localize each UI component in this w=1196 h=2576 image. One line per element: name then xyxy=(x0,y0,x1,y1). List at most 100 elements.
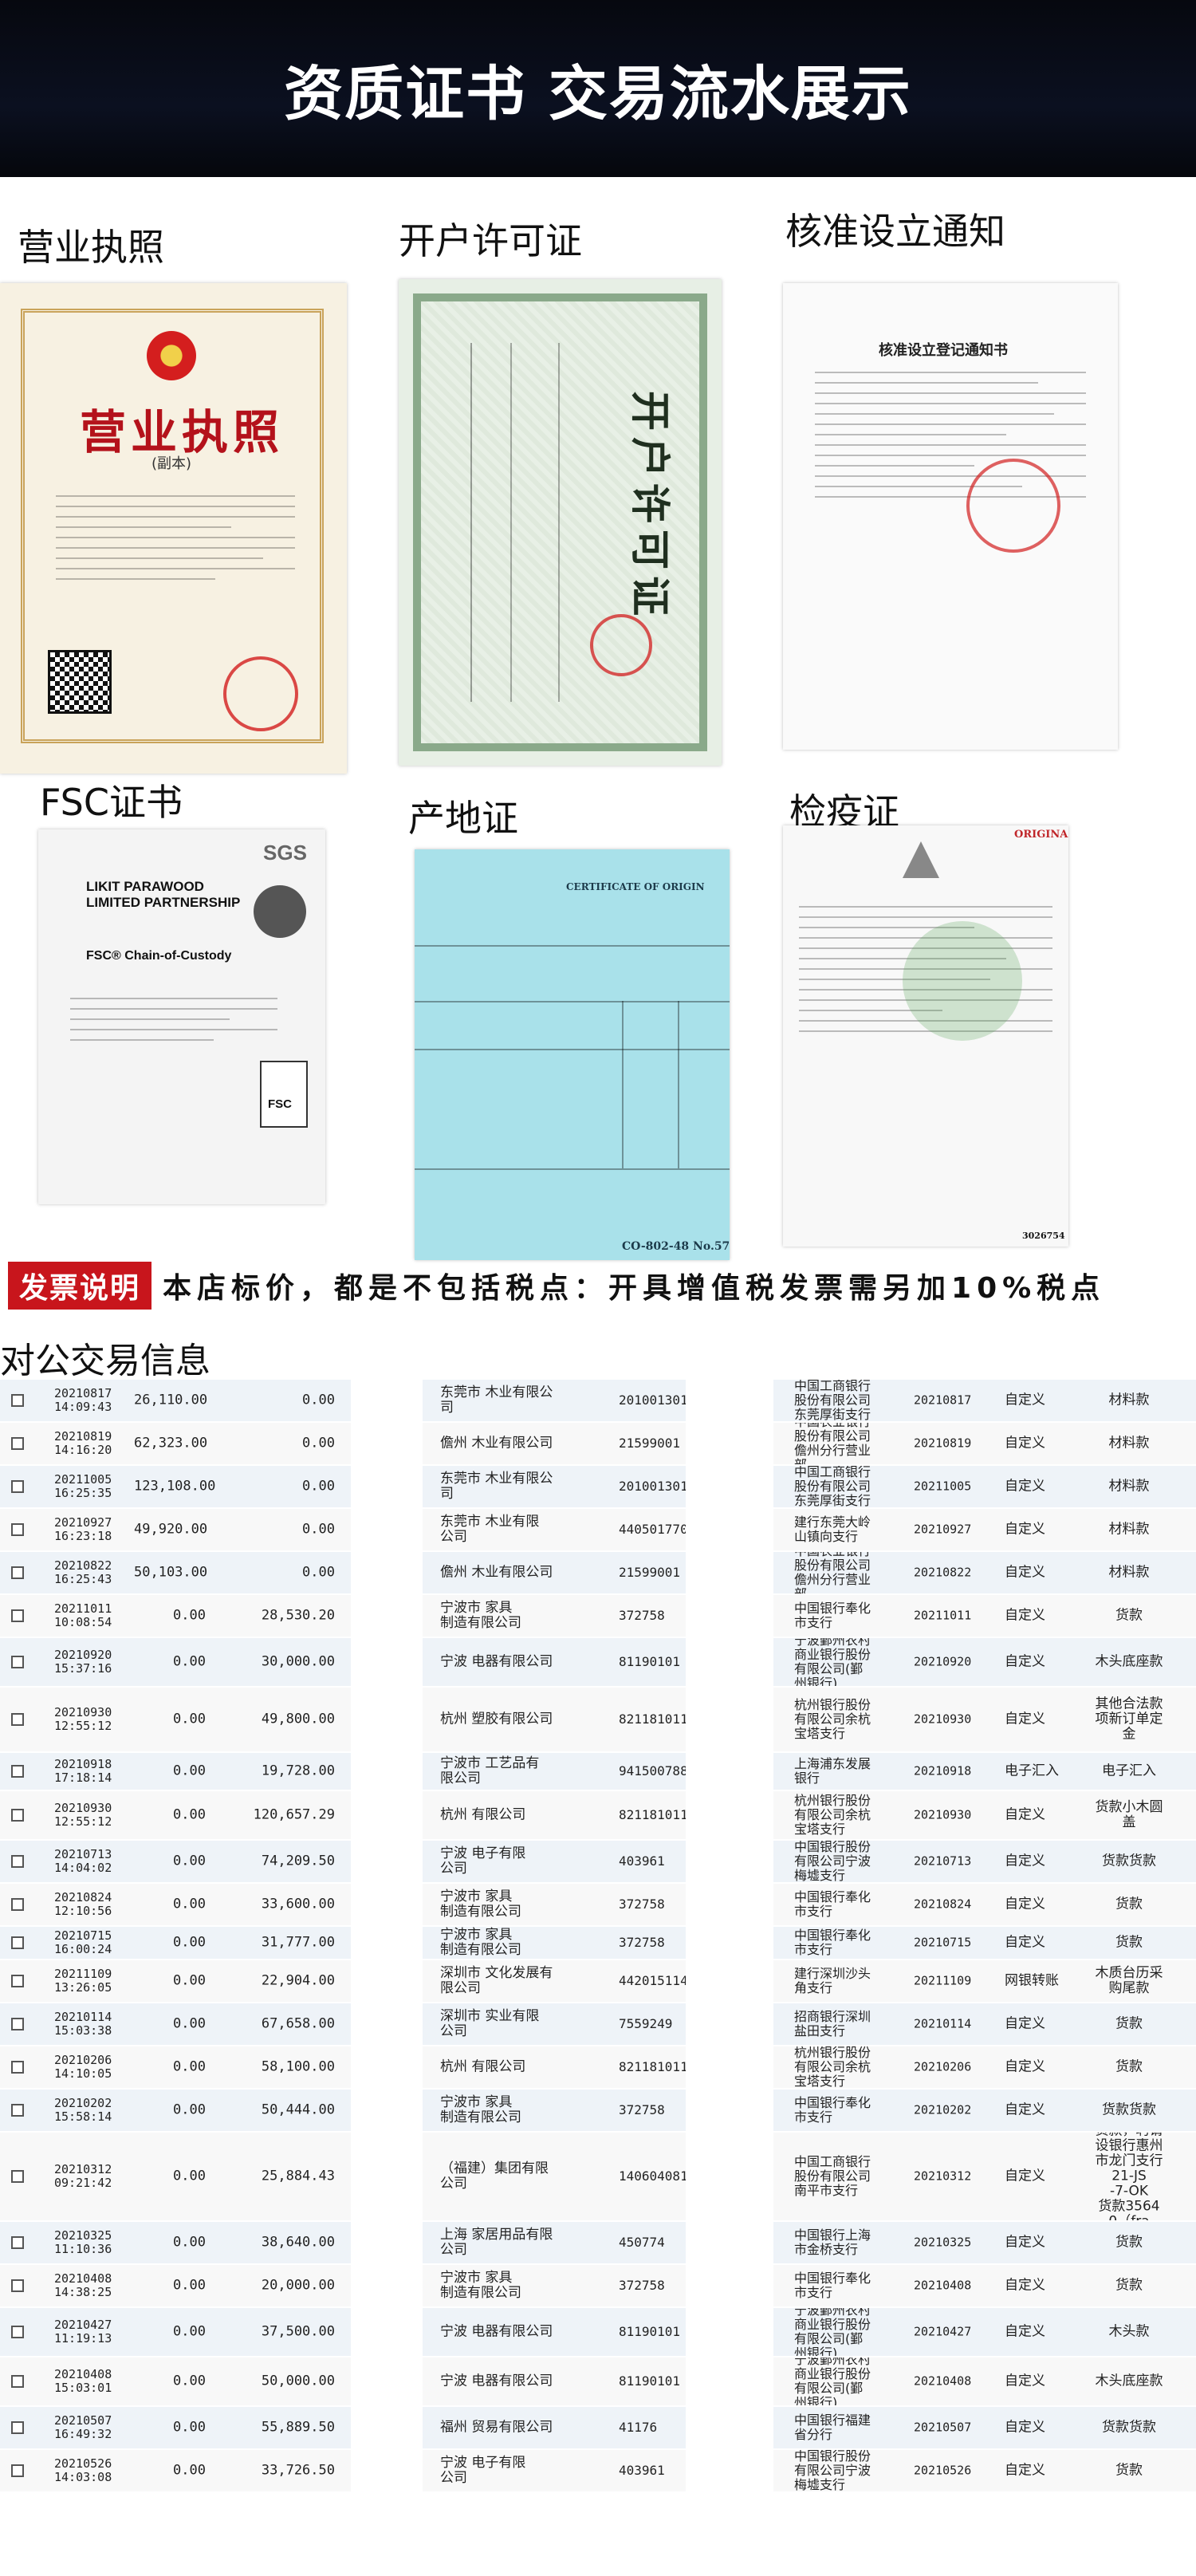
row-checkbox[interactable] xyxy=(11,2279,24,2292)
cell-debit: 0.00 xyxy=(173,2101,206,2118)
row-checkbox[interactable] xyxy=(11,1656,24,1668)
cell-party: 儋州 木业有限公司 xyxy=(440,1564,553,1581)
cell-credit: 50,000.00 xyxy=(261,2373,335,2389)
row-checkbox[interactable] xyxy=(11,2061,24,2074)
cell-date: 20210715 xyxy=(914,1935,972,1950)
cell-memo: 货款 xyxy=(1115,2462,1143,2479)
row-checkbox[interactable] xyxy=(11,2236,24,2249)
row-checkbox[interactable] xyxy=(11,1523,24,1536)
cell-credit: 74,209.50 xyxy=(261,1853,335,1869)
row-checkbox[interactable] xyxy=(11,1765,24,1778)
green-stamp-icon xyxy=(903,921,1022,1041)
cell-dt: 20210715 16:00:24 xyxy=(54,1928,112,1956)
cell-memo: 货款，聘请 设银行惠州 市龙门支行 21-JS -7-OK 货款3564 0（f… xyxy=(1095,2133,1163,2220)
cell-bank: 宁波鄞州农村 商业银行股份 有限公司(鄞 州银行) xyxy=(794,2357,871,2405)
row-checkbox[interactable] xyxy=(11,2464,24,2477)
cell-debit: 26,110.00 xyxy=(134,1392,208,1408)
cell-acct: 81190101 xyxy=(619,2373,681,2389)
cell-type: 自定义 xyxy=(1005,1806,1045,1823)
row-checkbox[interactable] xyxy=(11,2104,24,2117)
row-checkbox[interactable] xyxy=(11,1975,24,1987)
cell-memo: 货款 xyxy=(1115,1896,1143,1912)
cell-dt: 20210819 14:16:20 xyxy=(54,1429,112,1457)
row-checkbox[interactable] xyxy=(11,2018,24,2030)
fsc-doc-badge: FSC xyxy=(268,1097,292,1111)
cell-debit: 0.00 xyxy=(173,2168,206,2184)
cell-credit: 30,000.00 xyxy=(261,1653,335,1670)
cell-date: 20210920 xyxy=(914,1654,972,1669)
origin-doc-number: CO-802-48 No.57525 xyxy=(622,1240,730,1253)
row-checkbox[interactable] xyxy=(11,1437,24,1450)
fsc-certificate-image: SGS LIKIT PARAWOOD LIMITED PARTNERSHIP F… xyxy=(38,829,325,1204)
row-checkbox[interactable] xyxy=(11,1394,24,1407)
cell-type: 自定义 xyxy=(1005,1564,1045,1581)
cell-type: 电子汇入 xyxy=(1005,1763,1059,1779)
cell-debit: 62,323.00 xyxy=(134,1435,208,1451)
cell-type: 自定义 xyxy=(1005,2015,1045,2032)
row-checkbox[interactable] xyxy=(11,1936,24,1949)
cell-bank: 杭州银行股份 有限公司余杭 宝塔支行 xyxy=(794,2046,871,2088)
row-checkbox[interactable] xyxy=(11,1566,24,1579)
cell-bank: 中国工商银行 股份有限公司 东莞厚街支行 xyxy=(794,1466,871,1507)
cell-memo: 货款货款 xyxy=(1102,2101,1156,2118)
row-checkbox[interactable] xyxy=(11,2170,24,2183)
row-checkbox[interactable] xyxy=(11,2421,24,2434)
cell-memo: 货款货款 xyxy=(1102,2419,1156,2436)
cell-acct: 372758 xyxy=(619,1935,665,1951)
cell-party: 深圳市 文化发展有 限公司 xyxy=(440,1964,553,1996)
cell-dt: 20210526 14:03:08 xyxy=(54,2456,112,2484)
row-checkbox[interactable] xyxy=(11,2326,24,2338)
table-row: 宁波市 工艺品有 限公司94150078801 xyxy=(423,1753,686,1790)
cell-dt: 20210930 12:55:12 xyxy=(54,1801,112,1829)
cell-debit: 0.00 xyxy=(173,1853,206,1869)
cell-memo: 木头底座款 xyxy=(1095,1653,1163,1670)
origin-doc-title: CERTIFICATE OF ORIGIN xyxy=(566,881,705,892)
row-checkbox[interactable] xyxy=(11,1609,24,1622)
cell-dt: 20210206 14:10:05 xyxy=(54,2053,112,2081)
row-checkbox[interactable] xyxy=(11,1809,24,1822)
fsc-doc-company: LIKIT PARAWOOD LIMITED PARTNERSHIP xyxy=(86,879,241,910)
cell-acct: 821181011 xyxy=(619,1711,686,1727)
cell-dt: 20210930 12:55:12 xyxy=(54,1705,112,1733)
cell-memo: 材料款 xyxy=(1108,1521,1150,1538)
sgs-seal-icon xyxy=(254,885,306,938)
quarantine-certificate-image: ORIGINAL 3026754 xyxy=(783,825,1068,1247)
approval-notice-doc-title: 核准设立登记通知书 xyxy=(879,342,1008,359)
cell-party: 东莞市 木业有限公 司 xyxy=(440,1470,553,1502)
row-checkbox[interactable] xyxy=(11,1898,24,1911)
cell-memo: 其他合法款 项新订单定 金 xyxy=(1095,1696,1163,1743)
cell-credit: 0.00 xyxy=(302,1478,335,1495)
cell-debit: 0.00 xyxy=(173,2373,206,2389)
cell-debit: 123,108.00 xyxy=(134,1478,216,1495)
cell-dt: 20210325 11:10:36 xyxy=(54,2228,112,2256)
cell-bank: 杭州银行股份 有限公司余杭 宝塔支行 xyxy=(794,1793,871,1837)
row-checkbox[interactable] xyxy=(11,2375,24,2388)
cell-memo: 货款 xyxy=(1115,1934,1143,1951)
cell-dt: 20210114 15:03:38 xyxy=(54,2010,112,2038)
row-checkbox[interactable] xyxy=(11,1855,24,1868)
page-title: 资质证书 交易流水展示 xyxy=(284,59,912,128)
cell-bank: 中国工商银行 股份有限公司 南平市支行 xyxy=(794,2154,871,2198)
cell-type: 自定义 xyxy=(1005,2462,1045,2479)
cell-type: 自定义 xyxy=(1005,2373,1045,2389)
cell-acct: 201001301 xyxy=(619,1479,686,1495)
row-checkbox[interactable] xyxy=(11,1713,24,1726)
cell-memo: 货款 xyxy=(1115,2234,1143,2251)
cell-date: 20210526 xyxy=(914,2463,972,2478)
cell-credit: 58,100.00 xyxy=(261,2058,335,2075)
row-checkbox[interactable] xyxy=(11,1480,24,1493)
cell-party: 宁波 电器有限公司 xyxy=(440,2323,553,2340)
